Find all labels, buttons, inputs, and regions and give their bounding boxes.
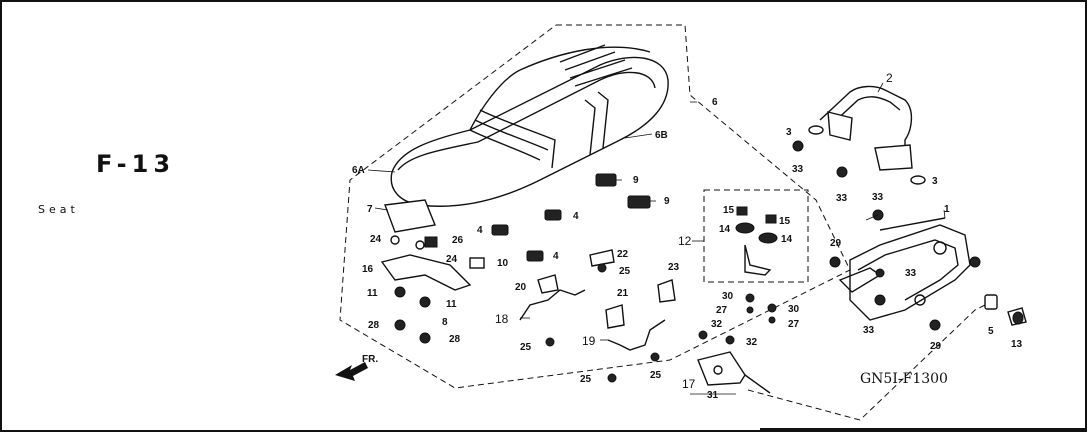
callout-18: 18 bbox=[495, 312, 509, 326]
seat-frame-bracket bbox=[838, 217, 971, 321]
callout-19: 19 bbox=[582, 334, 596, 348]
callout-27a: 27 bbox=[716, 305, 728, 316]
grab-rail bbox=[819, 85, 913, 171]
callout-10: 10 bbox=[497, 258, 509, 269]
callout-22: 22 bbox=[617, 249, 629, 260]
front-arrow-icon: FR. bbox=[335, 354, 378, 381]
callout-16: 16 bbox=[362, 264, 374, 275]
callout-28b: 28 bbox=[449, 334, 461, 345]
callout-5: 5 bbox=[988, 326, 994, 337]
callout-8: 8 bbox=[442, 317, 448, 328]
callout-9a: 9 bbox=[633, 175, 639, 186]
callout-33d: 33 bbox=[905, 268, 917, 279]
callout-25d: 25 bbox=[650, 370, 662, 381]
callout-33b: 33 bbox=[836, 193, 848, 204]
left-brackets bbox=[380, 199, 472, 291]
seat-assembly bbox=[390, 44, 669, 207]
callout-25b: 25 bbox=[520, 342, 532, 353]
callout-7: 7 bbox=[367, 204, 373, 215]
callout-30b: 30 bbox=[788, 304, 800, 315]
callout-11b: 11 bbox=[446, 299, 457, 310]
callout-15a: 15 bbox=[723, 205, 735, 216]
rubber-parts bbox=[394, 173, 651, 344]
cable-path bbox=[747, 299, 996, 421]
callout-14a: 14 bbox=[719, 224, 731, 235]
callout-6a: 6A bbox=[352, 165, 365, 176]
callout-1: 1 bbox=[944, 204, 950, 215]
callout-17: 17 bbox=[682, 377, 696, 391]
callout-12: 12 bbox=[678, 234, 692, 248]
section-title: Seat bbox=[38, 203, 79, 216]
page-code: F-13 bbox=[96, 150, 176, 178]
callout-29b: 29 bbox=[930, 341, 942, 352]
callout-29a: 29 bbox=[830, 238, 842, 249]
callout-33c: 33 bbox=[872, 192, 884, 203]
callout-20: 20 bbox=[515, 282, 527, 293]
callout-32b: 32 bbox=[746, 337, 758, 348]
callout-21: 21 bbox=[617, 288, 629, 299]
callout-3b: 3 bbox=[932, 176, 938, 187]
callout-11a: 11 bbox=[367, 288, 378, 299]
callout-23: 23 bbox=[668, 262, 680, 273]
leader-lines bbox=[367, 82, 946, 395]
callout-24a: 24 bbox=[370, 234, 382, 245]
callout-14b: 14 bbox=[781, 234, 793, 245]
callout-31: 31 bbox=[707, 390, 719, 401]
springs bbox=[519, 249, 676, 351]
latch-and-lock bbox=[697, 294, 1027, 394]
callout-28a: 28 bbox=[368, 320, 380, 331]
callout-9b: 9 bbox=[664, 196, 670, 207]
callout-33a: 33 bbox=[792, 164, 804, 175]
callout-4a: 4 bbox=[573, 211, 579, 222]
front-arrow-label: FR. bbox=[362, 354, 378, 365]
callout-6b: 6B bbox=[655, 130, 668, 141]
callout-27b: 27 bbox=[788, 319, 800, 330]
callout-2: 2 bbox=[886, 71, 893, 85]
callout-25c: 25 bbox=[580, 374, 592, 385]
callout-4b: 4 bbox=[477, 225, 483, 236]
callout-30a: 30 bbox=[722, 291, 734, 302]
callout-24b: 24 bbox=[446, 254, 458, 265]
callout-26: 26 bbox=[452, 235, 464, 246]
callout-32a: 32 bbox=[711, 319, 723, 330]
callout-4c: 4 bbox=[553, 251, 559, 262]
callout-3a: 3 bbox=[786, 127, 792, 138]
callout-15b: 15 bbox=[779, 216, 791, 227]
lock-assembly-box bbox=[703, 189, 809, 283]
callout-labels: 1 2 3 3 5 6 6A 6B 7 8 9 9 10 11 11 12 13… bbox=[352, 71, 1023, 401]
lock-parts bbox=[735, 206, 778, 324]
callout-25a: 25 bbox=[619, 266, 631, 277]
bolts bbox=[545, 125, 981, 383]
callout-6: 6 bbox=[712, 97, 718, 108]
callout-33e: 33 bbox=[863, 325, 875, 336]
callout-13: 13 bbox=[1011, 339, 1023, 350]
diagram-code: GN5I-F1300 bbox=[860, 371, 948, 387]
